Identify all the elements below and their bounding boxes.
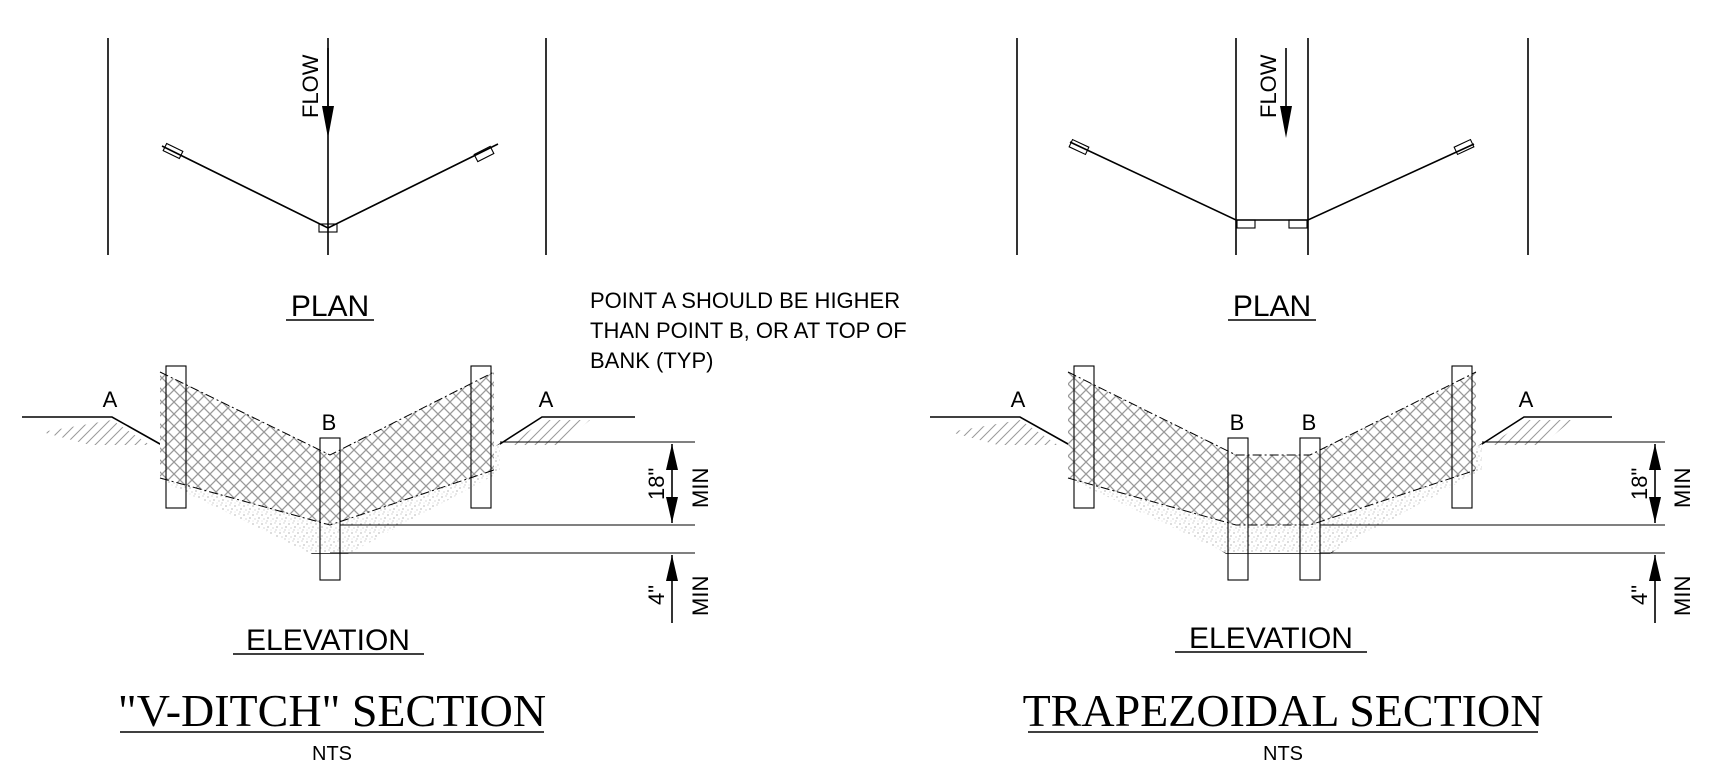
dim-height-value: 18" <box>1627 468 1652 500</box>
trapezoidal-elevation: 18" MIN 4" MIN A A B B ELEVATION TRAPEZO… <box>930 365 1695 761</box>
wattle-mesh <box>160 372 494 525</box>
stake-plan-bottom-left <box>1236 219 1256 229</box>
stake-plan-right <box>1453 138 1475 156</box>
check-dam-plan-outline <box>161 143 499 229</box>
general-note: POINT A SHOULD BE HIGHER THAN POINT B, O… <box>590 288 907 373</box>
gravel-fill <box>160 444 500 553</box>
mesh-top-edge <box>1067 371 1477 456</box>
elevation-label: ELEVATION <box>1189 622 1353 655</box>
note-line-2: THAN POINT B, OR AT TOP OF <box>590 318 907 343</box>
dim-height-min: MIN <box>1670 468 1695 508</box>
earth-hatch-right <box>1490 420 1572 445</box>
section-title: TRAPEZOIDAL SECTION <box>1023 685 1544 736</box>
wattle-mesh <box>1068 372 1476 525</box>
stake-left <box>1073 365 1095 509</box>
dimension-18-min: 18" MIN <box>1627 444 1695 523</box>
point-a-right: A <box>1519 387 1534 412</box>
v-ditch-elevation: 18" MIN 4" MIN A A B ELEVATION "V-DITCH"… <box>22 365 713 761</box>
earth-hatch-right <box>508 420 590 445</box>
ground-line-left <box>930 416 1069 445</box>
stake-bottom-left <box>1227 437 1249 581</box>
flow-label: FLOW <box>1256 54 1281 118</box>
flow-arrow: FLOW <box>1256 48 1292 138</box>
dim-embed-value: 4" <box>644 585 669 605</box>
dimension-18-min: 18" MIN <box>644 444 713 523</box>
stake-bottom-right <box>1299 437 1321 581</box>
point-b-left: B <box>1230 410 1245 435</box>
note-line-1: POINT A SHOULD BE HIGHER <box>590 288 900 313</box>
plan-label: PLAN <box>291 290 369 323</box>
stake-center <box>319 437 341 581</box>
flow-arrow: FLOW <box>298 48 334 138</box>
plan-label: PLAN <box>1233 290 1311 323</box>
stake-right <box>470 365 492 509</box>
stake-plan-center <box>318 223 338 233</box>
v-ditch-plan: FLOW PLAN <box>107 38 547 323</box>
stake-plan-bottom-right <box>1288 219 1308 229</box>
stake-plan-right <box>473 145 495 163</box>
dim-height-min: MIN <box>688 468 713 508</box>
flow-label: FLOW <box>298 54 323 118</box>
stake-right <box>1451 365 1473 509</box>
stake-plan-left <box>162 142 184 160</box>
trapezoidal-plan: FLOW PLAN <box>1016 38 1529 323</box>
section-title: "V-DITCH" SECTION <box>118 685 546 736</box>
point-a-left: A <box>103 387 118 412</box>
dim-height-value: 18" <box>644 468 669 500</box>
check-dam-plan-outline <box>1069 141 1475 221</box>
point-b-right: B <box>1302 410 1317 435</box>
dim-embed-min: MIN <box>1670 576 1695 616</box>
dimension-4-min: 4" MIN <box>644 555 713 623</box>
scale-note: NTS <box>312 743 352 761</box>
scale-note: NTS <box>1263 743 1303 761</box>
ground-line-left <box>22 416 161 445</box>
earth-hatch-left <box>950 420 1058 445</box>
ground-line-right <box>1481 416 1612 445</box>
dimension-4-min: 4" MIN <box>1627 555 1695 623</box>
earth-hatch-left <box>42 420 150 445</box>
mesh-top-edge <box>159 371 495 456</box>
dim-embed-min: MIN <box>688 576 713 616</box>
ground-line-right <box>499 416 635 445</box>
point-b: B <box>322 410 337 435</box>
gravel-fill <box>1068 444 1482 553</box>
elevation-label: ELEVATION <box>246 624 410 657</box>
stake-left <box>165 365 187 509</box>
point-a-right: A <box>539 387 554 412</box>
dim-embed-value: 4" <box>1627 585 1652 605</box>
note-line-3: BANK (TYP) <box>590 348 713 373</box>
point-a-left: A <box>1011 387 1026 412</box>
stake-plan-left <box>1068 138 1090 156</box>
